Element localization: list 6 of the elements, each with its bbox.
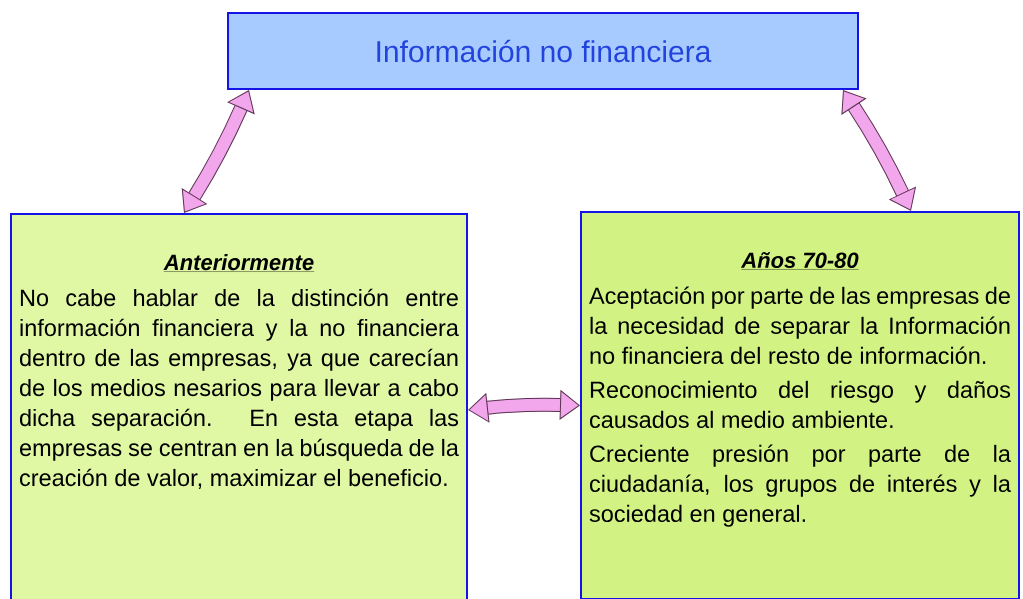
title-box: Información no financiera [227,12,859,90]
block-arrow [181,90,255,213]
block-arrow [841,90,916,211]
block-arrow [468,390,580,423]
text-box: Anteriormente No cabe hablar de la distinción entre información financiera y la no financiera dentro de las empresas, ya que carecían de los medios nesarios para llevar a cabo dicha separación. En esta etapa las empresas se centran en la búsqueda de la creación de valor, maximizar el beneficio. [10,213,468,599]
text-box: Años 70-80 Aceptación por parte de las empresas de la necesidad de separar la Información no financiera del resto de información. Reconocimiento del riesgo y daños causados al medio ambiente. Creciente presión por parte de la ciudadanía, los grupos de interés y la sociedad en general. [580,211,1020,599]
